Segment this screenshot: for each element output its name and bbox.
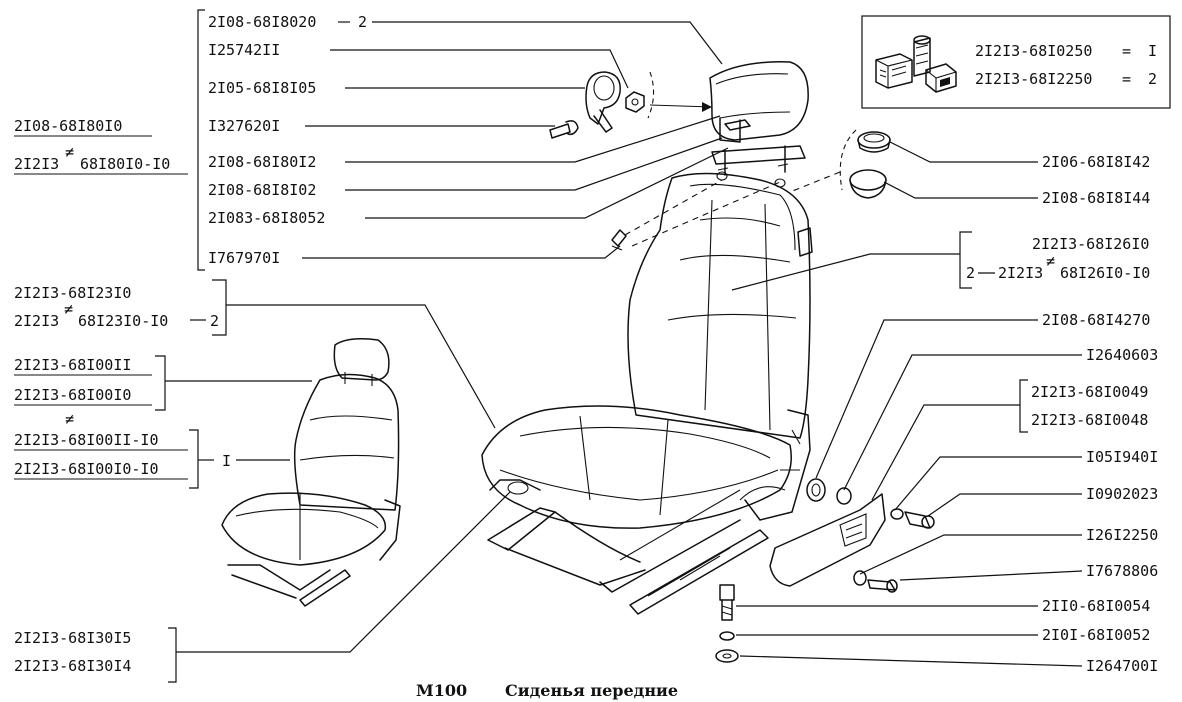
inset-eq-1: =	[1122, 42, 1131, 60]
inset-part-1: 2I2I3-68I0250	[975, 42, 1092, 60]
part-label-2I2I3-back: 2I2I3	[998, 264, 1043, 282]
part-label-2I2I3-68I0049: 2I2I3-68I0049	[1031, 383, 1148, 401]
not-equal-sign-cushion: ≠	[64, 300, 73, 318]
seat-assembly-labels: 2I2I3-68I00II 2I2I3-68I00I0 ≠ 2I2I3-68I0…	[14, 355, 312, 489]
main-seat-frame-drawing	[487, 409, 811, 615]
back-qty: 2	[966, 264, 975, 282]
part-label-2I2I3-68I0048: 2I2I3-68I0048	[1031, 411, 1148, 429]
inset-qty-2: 2	[1148, 70, 1157, 88]
part-label-2I2I3: 2I2I3	[14, 155, 59, 173]
page-code: M100	[416, 681, 467, 700]
part-label-I26I2250: I26I2250	[1086, 526, 1158, 544]
part-label-I264700I: I264700I	[1086, 657, 1158, 675]
inset-eq-2: =	[1122, 70, 1131, 88]
page-title: Сиденья передние	[505, 681, 678, 700]
inset-box: 2I2I3-68I0250 = I 2I2I3-68I2250 = 2	[861, 15, 1171, 109]
part-label-68I80I0-I0: 68I80I0-I0	[80, 155, 170, 173]
part-label-2I08-68I80I0: 2I08-68I80I0	[14, 117, 122, 135]
headrest-part-list: 2I08-68I8020 2 I25742II 2I05-68I8I05 I32…	[197, 9, 729, 271]
part-label-2I2I3-68I26I0: 2I2I3-68I26I0	[1032, 235, 1149, 253]
part-label-2I2I3-68I00I0-I0: 2I2I3-68I00I0-I0	[14, 460, 159, 478]
part-label-2I08-68I80I2: 2I08-68I80I2	[208, 153, 316, 171]
seat-qty: I	[222, 452, 231, 470]
cushion-labels: 2I2I3-68I23I0 2I2I3 ≠ 68I23I0-I0 2	[14, 279, 496, 429]
inset-qty-1: I	[1148, 42, 1157, 60]
main-seat-cushion-drawing	[481, 405, 792, 529]
headrest-clamp-drawing	[549, 71, 655, 139]
part-label-I327620I: I327620I	[208, 117, 280, 135]
part-label-68I26I0-I0: 68I26I0-I0	[1060, 264, 1150, 282]
part-label-2I2I3-68I30I5: 2I2I3-68I30I5	[14, 629, 131, 647]
part-label-2I08-68I4270: 2I08-68I4270	[1042, 311, 1150, 329]
headrest-drawing	[649, 61, 809, 188]
small-seat-drawing	[221, 338, 401, 607]
part-label-2I2I3-68I30I4: 2I2I3-68I30I4	[14, 657, 131, 675]
part-label-I767970I: I767970I	[208, 249, 280, 267]
part-label-2I08-68I8020: 2I08-68I8020	[208, 13, 316, 31]
part-label-I25742II: I25742II	[208, 41, 280, 59]
part-label-2I083-68I8052: 2I083-68I8052	[208, 209, 325, 227]
part-label-2I2I3-68I00I0: 2I2I3-68I00I0	[14, 386, 131, 404]
fastener-kit-illustration	[875, 35, 957, 93]
not-equal-sign: ≠	[65, 143, 74, 161]
slide-rail-labels: 2I2I3-68I30I5 2I2I3-68I30I4	[14, 491, 511, 683]
part-label-2I0I-68I0052: 2I0I-68I0052	[1042, 626, 1150, 644]
part-label-2I2I3-68I00II: 2I2I3-68I00II	[14, 356, 131, 374]
cushion-qty: 2	[210, 312, 219, 330]
part-label-2I06-68I8I42: 2I06-68I8I42	[1042, 153, 1150, 171]
plug-drawing	[789, 129, 891, 199]
clip-drawing	[611, 179, 781, 251]
small-parts-drawing	[715, 478, 935, 663]
part-label-2I08-68I8I02: 2I08-68I8I02	[208, 181, 316, 199]
part-label-I05I940I: I05I940I	[1086, 448, 1158, 466]
part-label-2I08-68I8I44: 2I08-68I8I44	[1042, 189, 1150, 207]
part-label-2I2I3-68I23I0: 2I2I3-68I23I0	[14, 284, 131, 302]
part-label-qty: 2	[358, 13, 367, 31]
not-equal-sign-seat: ≠	[65, 410, 74, 428]
part-label-68I23I0-I0: 68I23I0-I0	[78, 312, 168, 330]
not-equal-sign-back: ≠	[1046, 252, 1055, 270]
part-label-I7678806: I7678806	[1086, 562, 1158, 580]
part-label-I2640603: I2640603	[1086, 346, 1158, 364]
headrest-assembly-labels: 2I08-68I80I0 2I2I3 ≠ 68I80I0-I0	[14, 117, 188, 175]
inset-part-2: 2I2I3-68I2250	[975, 70, 1092, 88]
right-part-list: 2I06-68I8I42 2I08-68I8I44 2I2I3-68I26I0 …	[731, 141, 1158, 675]
main-seat-backrest-drawing	[627, 172, 813, 439]
part-label-2II0-68I0054: 2II0-68I0054	[1042, 597, 1150, 615]
part-label-2I2I3-cushion: 2I2I3	[14, 312, 59, 330]
part-label-I0902023: I0902023	[1086, 485, 1158, 503]
part-label-2I05-68I8I05: 2I05-68I8I05	[208, 79, 316, 97]
part-label-2I2I3-68I00II-I0: 2I2I3-68I00II-I0	[14, 431, 159, 449]
